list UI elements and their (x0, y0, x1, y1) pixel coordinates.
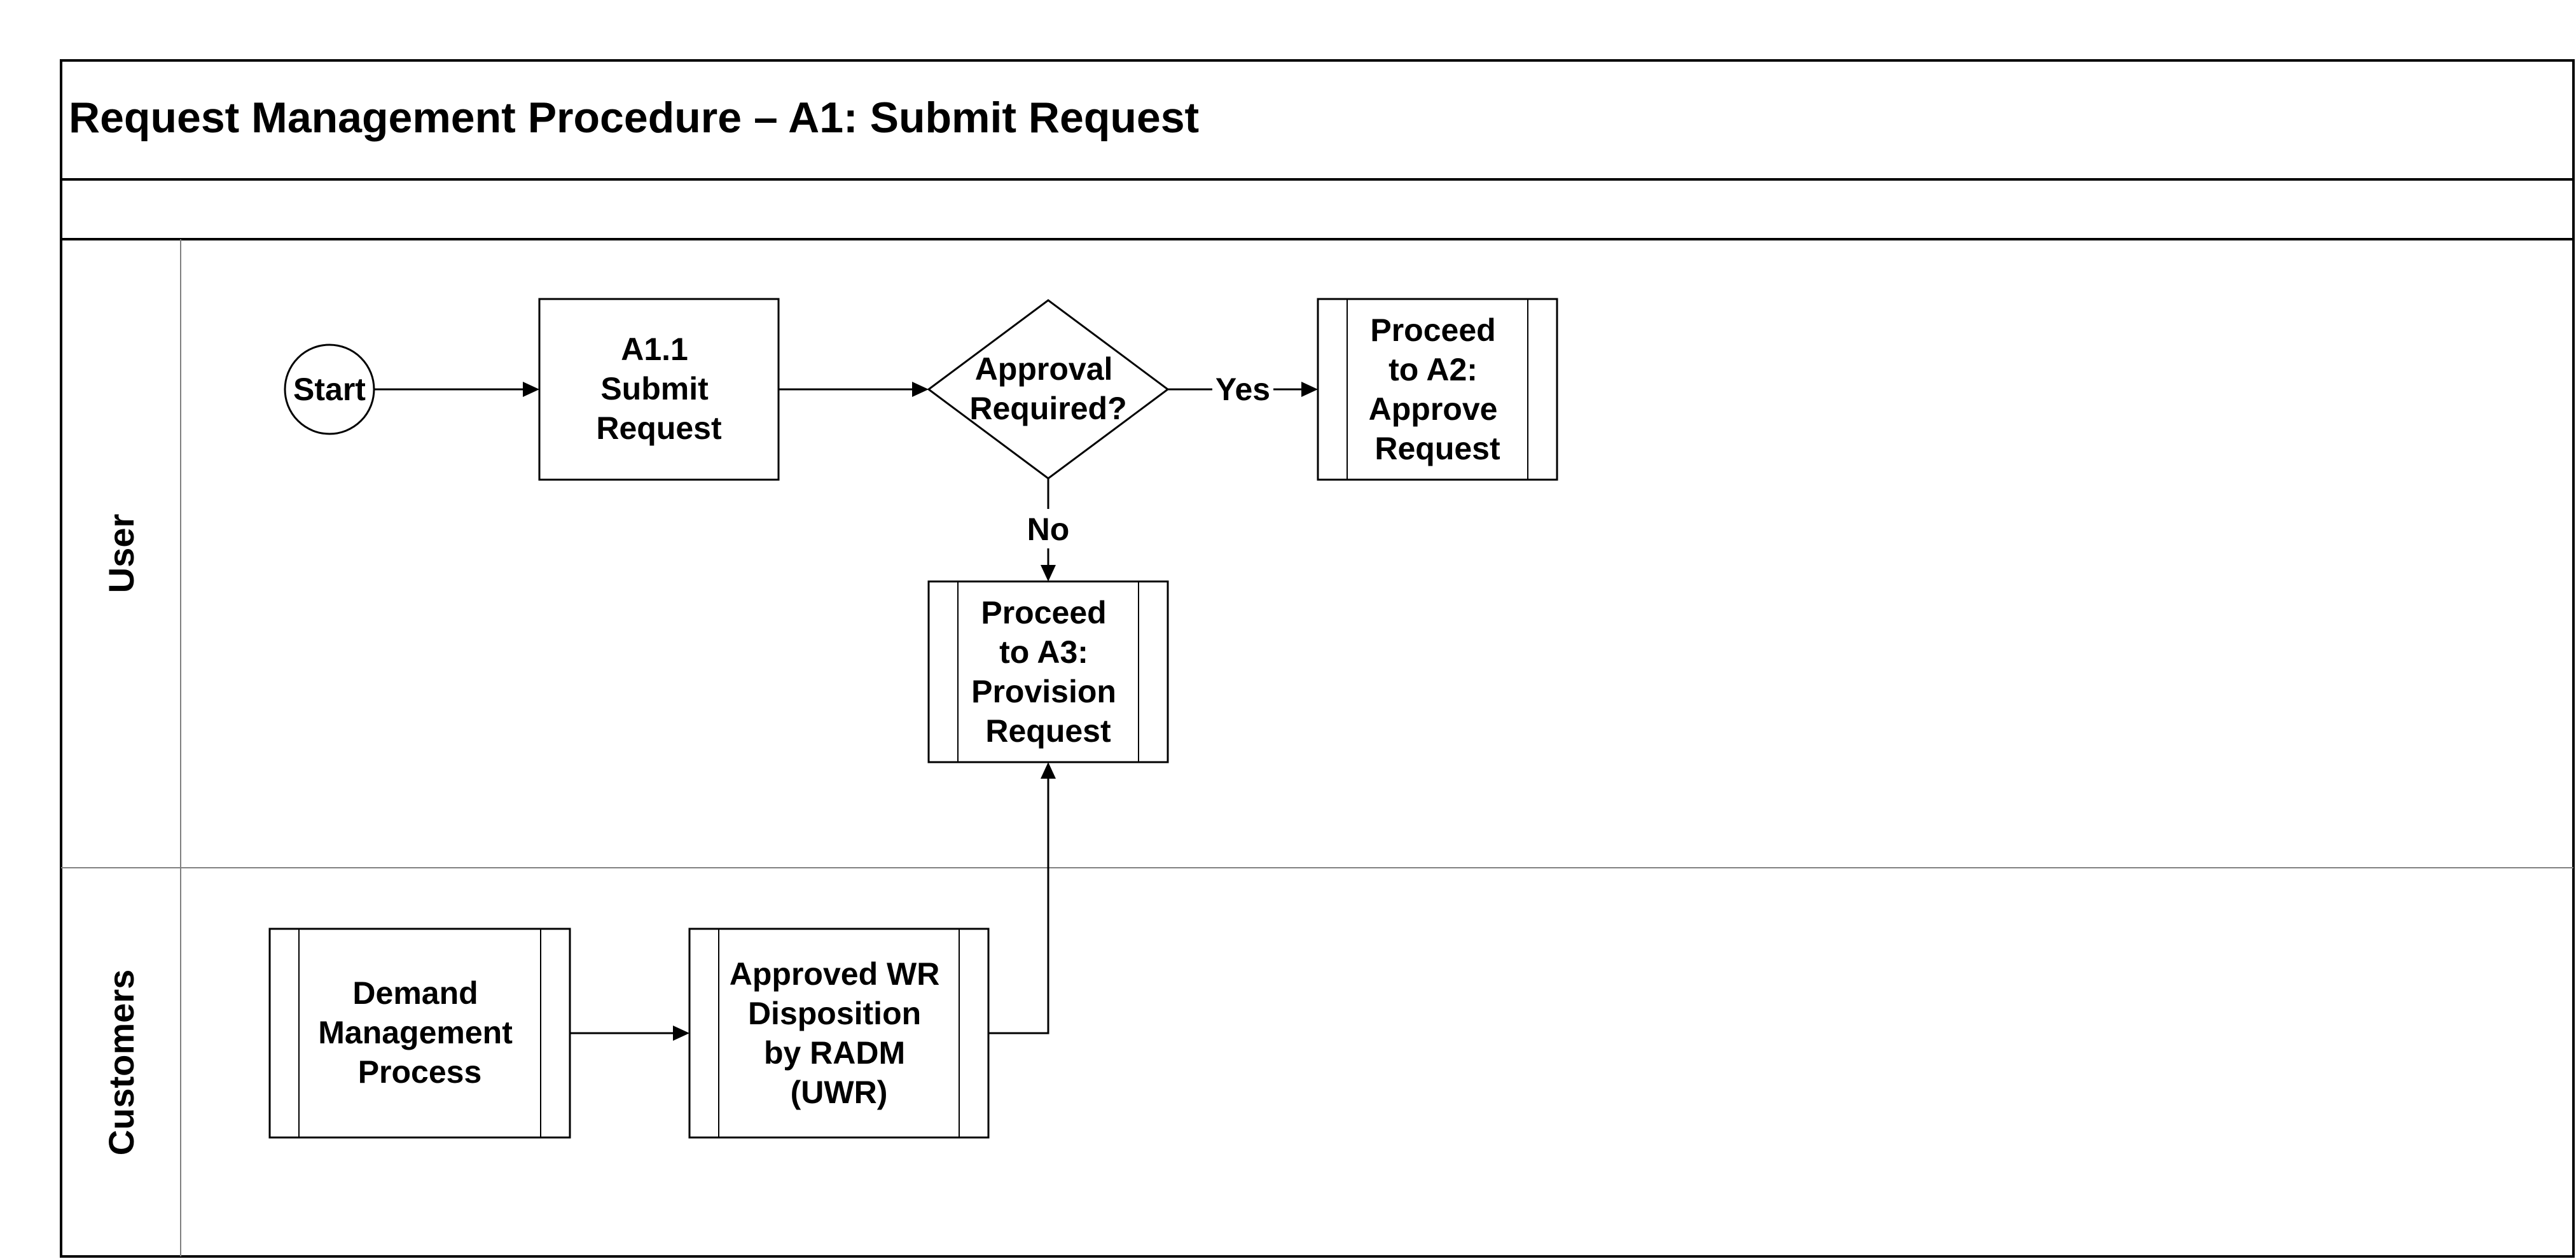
node-approved-wr-disposition: Approved WR Disposition by RADM (UWR) (688, 928, 990, 1139)
approved-wr-label: Approved WR Disposition by RADM (UWR) (730, 956, 948, 1110)
approval-decision-label-line: Approval (975, 351, 1113, 387)
arrowhead-start-to-a11 (523, 382, 539, 397)
demand-management-label: Demand Management Process (318, 975, 522, 1090)
lane-label-customers: Customers (101, 970, 141, 1156)
arrowhead-a11-to-decision (912, 382, 929, 397)
connector-uwr-to-a3 (988, 777, 1049, 1034)
demand-management-subprocess-shape (268, 928, 571, 1139)
approval-decision-shape (927, 299, 1170, 480)
arrowhead-uwr-to-a3 (1041, 762, 1056, 779)
arrowhead-demand-to-uwr (673, 1026, 689, 1041)
proceed-a3-subprocess-shape (927, 580, 1169, 763)
edge-label-yes: Yes (1215, 372, 1270, 407)
demand-management-label-line: Demand (352, 975, 478, 1011)
arrowhead-no-to-a3 (1041, 565, 1056, 581)
proceed-a3-label: Proceed to A3: Provision Request (971, 595, 1125, 749)
approval-decision-label: Approval Required? (969, 351, 1126, 426)
lane-label-user: User (101, 514, 141, 594)
diagram-title: Request Management Procedure – A1: Submi… (69, 94, 1199, 142)
node-proceed-a3: Proceed to A3: Provision Request (927, 580, 1169, 763)
submit-request-label: A1.1 Submit Request (596, 331, 722, 446)
edge-label-no: No (1027, 511, 1070, 547)
node-demand-management: Demand Management Process (268, 928, 571, 1139)
proceed-a2-label-line: to A2: (1388, 352, 1478, 387)
diagram-frame (60, 59, 2575, 1258)
submit-request-label-line: Submit (600, 371, 709, 407)
proceed-a2-label-line: Proceed (1370, 312, 1495, 348)
submit-request-label-line: A1.1 (621, 331, 688, 367)
proceed-a3-label-line: Proceed (981, 595, 1106, 630)
approved-wr-label-line: by RADM (764, 1035, 905, 1071)
node-approval-decision: Approval Required? (927, 299, 1170, 480)
proceed-a2-label-line: Request (1375, 431, 1500, 466)
approval-decision-label-line: Required? (969, 391, 1126, 426)
approved-wr-subprocess-shape (688, 928, 990, 1139)
node-proceed-a2: Proceed to A2: Approve Request (1317, 298, 1558, 481)
demand-management-label-line: Management (318, 1015, 513, 1050)
start-label-line: Start (293, 372, 366, 407)
proceed-a2-label: Proceed to A2: Approve Request (1369, 312, 1507, 466)
approved-wr-label-line: (UWR) (791, 1075, 888, 1110)
start-terminator-shape (284, 344, 375, 435)
start-label: Start (293, 372, 366, 407)
submit-request-process-shape (538, 298, 780, 481)
connectors (374, 382, 1318, 1041)
demand-management-label-line: Process (358, 1054, 482, 1090)
approved-wr-label-line: Approved WR (730, 956, 940, 992)
node-submit-request: A1.1 Submit Request (538, 298, 780, 481)
node-start: Start (284, 344, 375, 435)
proceed-a3-label-line: Provision (971, 674, 1116, 709)
arrowhead-yes-to-a2 (1301, 382, 1318, 397)
approved-wr-label-line: Disposition (748, 996, 921, 1031)
proceed-a2-subprocess-shape (1317, 298, 1558, 481)
proceed-a3-label-line: to A3: (999, 634, 1088, 670)
submit-request-label-line: Request (596, 410, 722, 446)
proceed-a2-label-line: Approve (1369, 391, 1498, 427)
proceed-a3-label-line: Request (985, 713, 1111, 749)
